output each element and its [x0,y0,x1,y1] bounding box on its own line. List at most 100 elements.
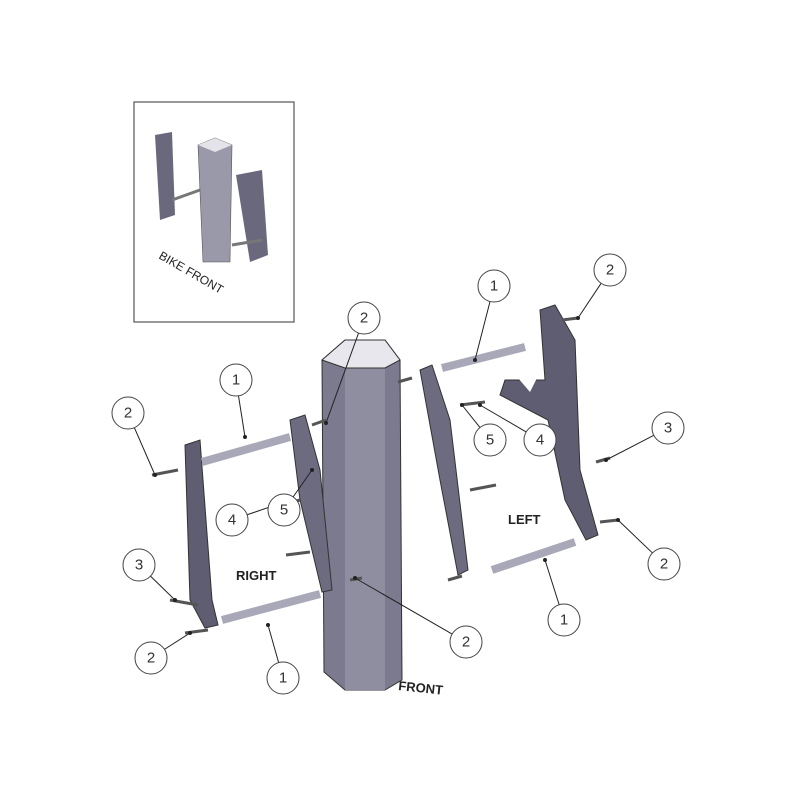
leader-line [617,519,653,554]
callout-2: 2 [576,253,627,320]
leader-line [474,301,491,361]
inset-column-top [198,138,232,152]
inset-view: BIKE FRONT [133,101,295,323]
column-face [345,365,385,690]
callout-number: 1 [232,372,240,389]
callout-number: 2 [606,262,614,279]
left-spacer-bottom [490,538,577,574]
callout-4: 4 [478,403,557,457]
leader-arrow [543,558,547,562]
leader-line [354,577,453,635]
leader-line [292,469,313,498]
leader-line [325,332,360,424]
leader-line [164,632,191,650]
callout-circle [593,253,627,287]
left-spacer-top [441,343,526,372]
callout-5: 5 [267,468,314,527]
callout-2: 2 [134,631,192,675]
callout-number: 5 [280,502,288,519]
leader-line [479,404,527,433]
leader-arrow [473,358,477,362]
leader-line [267,624,280,663]
leader-arrow [153,473,157,477]
callout-4: 4 [215,498,292,537]
callout-number: 4 [536,432,544,449]
front-label: FRONT [398,678,444,698]
callout-2: 2 [111,396,157,477]
left-inner-bracket [419,364,469,576]
bolt [285,550,311,557]
left-outer-bracket [499,304,599,541]
callout-number: 1 [279,670,287,687]
leader-arrow [604,458,608,462]
callout-circle [651,411,685,445]
leader-arrow [324,421,328,425]
fork-column [321,339,403,691]
leader-line [605,434,655,461]
leader-line [461,404,481,428]
callout-1: 1 [266,623,300,695]
callout-1: 1 [543,558,581,637]
inset-bar [231,238,263,247]
callout-number: 5 [486,432,494,449]
callout-circle [347,301,381,335]
callout-number: 2 [462,634,470,651]
left-label: LEFT [508,512,541,527]
callout-circle [647,547,681,581]
left-assembly [397,304,619,582]
callout-5: 5 [460,403,507,457]
bolt [469,483,497,492]
inset-left-bracket [155,132,175,220]
leader-line [133,427,156,476]
leader-arrow [188,631,192,635]
right-label: RIGHT [236,568,277,583]
bolt [459,400,486,407]
leader-arrow [173,598,177,602]
callout-number: 1 [490,278,498,295]
leader-arrow [616,518,620,522]
leader-line [577,283,602,319]
callout-number: 2 [360,310,368,327]
leader-line [150,575,176,601]
callout-3: 3 [604,411,685,462]
column-top [321,339,401,369]
bolt [447,574,463,582]
leader-arrow [460,403,464,407]
callout-circle [219,363,253,397]
callout-1: 1 [219,363,253,439]
callout-circle [111,396,145,430]
bolt [397,376,413,384]
right-spacer-bottom [220,590,322,624]
callout-circle [473,423,507,457]
callout-2: 2 [353,576,483,659]
callout-number: 3 [664,420,672,437]
right-spacer-top [200,433,292,466]
callout-circle [267,493,301,527]
leader-line [238,395,246,438]
callout-2: 2 [616,518,681,581]
leader-line [544,559,560,605]
callout-circle [523,423,557,457]
callout-number: 3 [135,557,143,574]
callout-3: 3 [122,548,177,602]
right-outer-bracket [184,439,219,629]
leader-arrow [353,576,357,580]
callout-circle [215,503,249,537]
leader-arrow [243,435,247,439]
right-assembly [151,414,363,635]
leader-arrow [266,623,270,627]
callout-number: 2 [124,405,132,422]
leader-arrow [310,468,314,472]
callout-circle [134,641,168,675]
callout-circle [477,269,511,303]
bolt [599,518,619,524]
callout-number: 2 [147,650,155,667]
callout-circle [449,625,483,659]
bracket-cutout [518,372,540,392]
callout-number: 1 [560,612,568,629]
callout-circle [547,603,581,637]
inset-bar [171,188,201,202]
